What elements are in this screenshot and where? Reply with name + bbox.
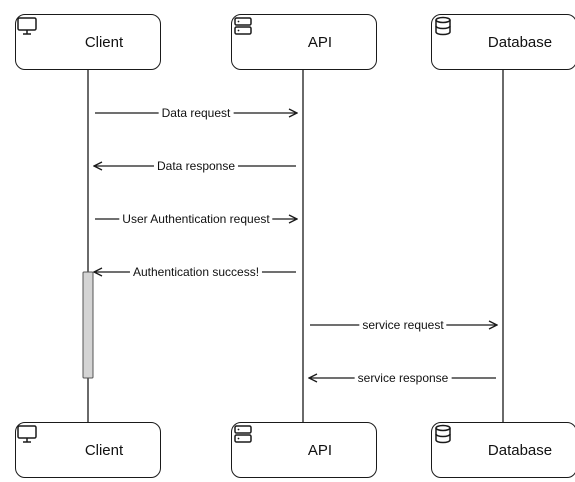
database-icon: [435, 424, 478, 461]
participant-database-top: Database: [431, 14, 575, 70]
activation-bar-client: [82, 271, 94, 379]
server-icon: [234, 17, 298, 53]
participant-label: Database: [487, 33, 553, 51]
message-label: Data request: [158, 106, 234, 120]
participant-label: API: [307, 441, 333, 459]
participant-database-bottom: Database: [431, 422, 575, 478]
monitor-icon: [17, 425, 75, 461]
participant-label: API: [307, 33, 333, 51]
database-icon: [435, 16, 478, 53]
participant-api-top: API: [231, 14, 377, 70]
message-label: Data response: [153, 159, 239, 173]
participant-label: Client: [84, 441, 124, 459]
participant-label: Client: [84, 33, 124, 51]
participant-client-bottom: Client: [15, 422, 161, 478]
monitor-icon: [17, 17, 75, 53]
message-label: service request: [359, 318, 447, 332]
participant-client-top: Client: [15, 14, 161, 70]
message-label: Authentication success!: [129, 265, 263, 279]
participant-label: Database: [487, 441, 553, 459]
participant-api-bottom: API: [231, 422, 377, 478]
server-icon: [234, 425, 298, 461]
message-label: service response: [354, 371, 452, 385]
message-label: User Authentication request: [119, 212, 273, 226]
